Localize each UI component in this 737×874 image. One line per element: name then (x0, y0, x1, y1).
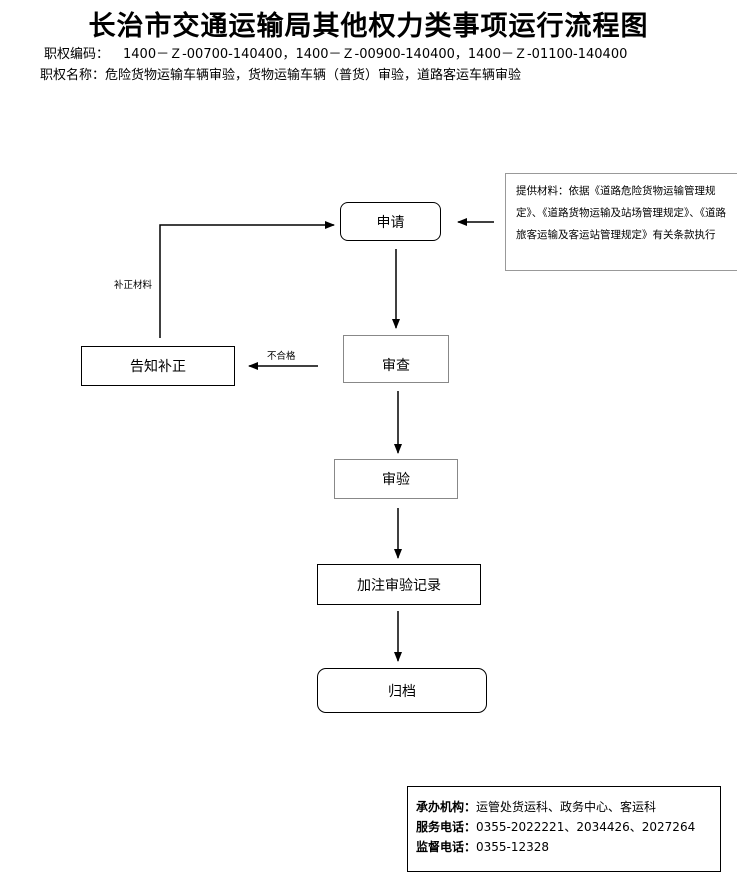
contact-service-value: 0355-2022221、2034426、2027264 (476, 820, 696, 834)
edge-label-supplement: 补正材料 (114, 280, 153, 291)
authority-code-label: 职权编码： (44, 47, 110, 62)
node-review: 审查 (343, 335, 449, 383)
node-apply: 申请 (340, 202, 441, 241)
authority-code-value: 1400－Ｚ-00700-140400，1400－Ｚ-00900-140400，… (123, 47, 628, 62)
authority-name-label: 职权名称： (40, 68, 106, 83)
contact-org-value: 运管处货运科、政务中心、客运科 (476, 800, 657, 814)
materials-note: 提供材料：依据《道路危险货物运输管理规定》、《道路货物运输及站场管理规定》、《道… (505, 173, 737, 271)
contact-supervise-value: 0355-12328 (476, 840, 550, 854)
arrow-notify-to-apply (159, 221, 335, 338)
contact-org-label: 承办机构： (416, 800, 477, 814)
authority-code: 职权编码： 1400－Ｚ-00700-140400，1400－Ｚ-00900-14… (44, 43, 627, 62)
edge-label-fail: 不合格 (267, 351, 296, 362)
contact-supervise: 监督电话：0355-12328 (416, 837, 720, 857)
contact-supervise-label: 监督电话： (416, 840, 477, 854)
node-add-record: 加注审验记录 (317, 564, 481, 605)
node-archive: 归档 (317, 668, 487, 713)
page-title: 长治市交通运输局其他权力类事项运行流程图 (88, 11, 649, 42)
contact-org: 承办机构：运管处货运科、政务中心、客运科 (416, 797, 720, 817)
node-inspect: 审验 (334, 459, 458, 499)
node-notify-correction: 告知补正 (81, 346, 235, 386)
contact-service-label: 服务电话： (416, 820, 477, 834)
contact-box: 承办机构：运管处货运科、政务中心、客运科 服务电话：0355-2022221、2… (407, 786, 721, 872)
authority-name: 职权名称：危险货物运输车辆审验，货物运输车辆（普货）审验，道路客运车辆审验 (40, 64, 521, 83)
authority-name-value: 危险货物运输车辆审验，货物运输车辆（普货）审验，道路客运车辆审验 (105, 68, 522, 83)
contact-service: 服务电话：0355-2022221、2034426、2027264 (416, 817, 720, 837)
